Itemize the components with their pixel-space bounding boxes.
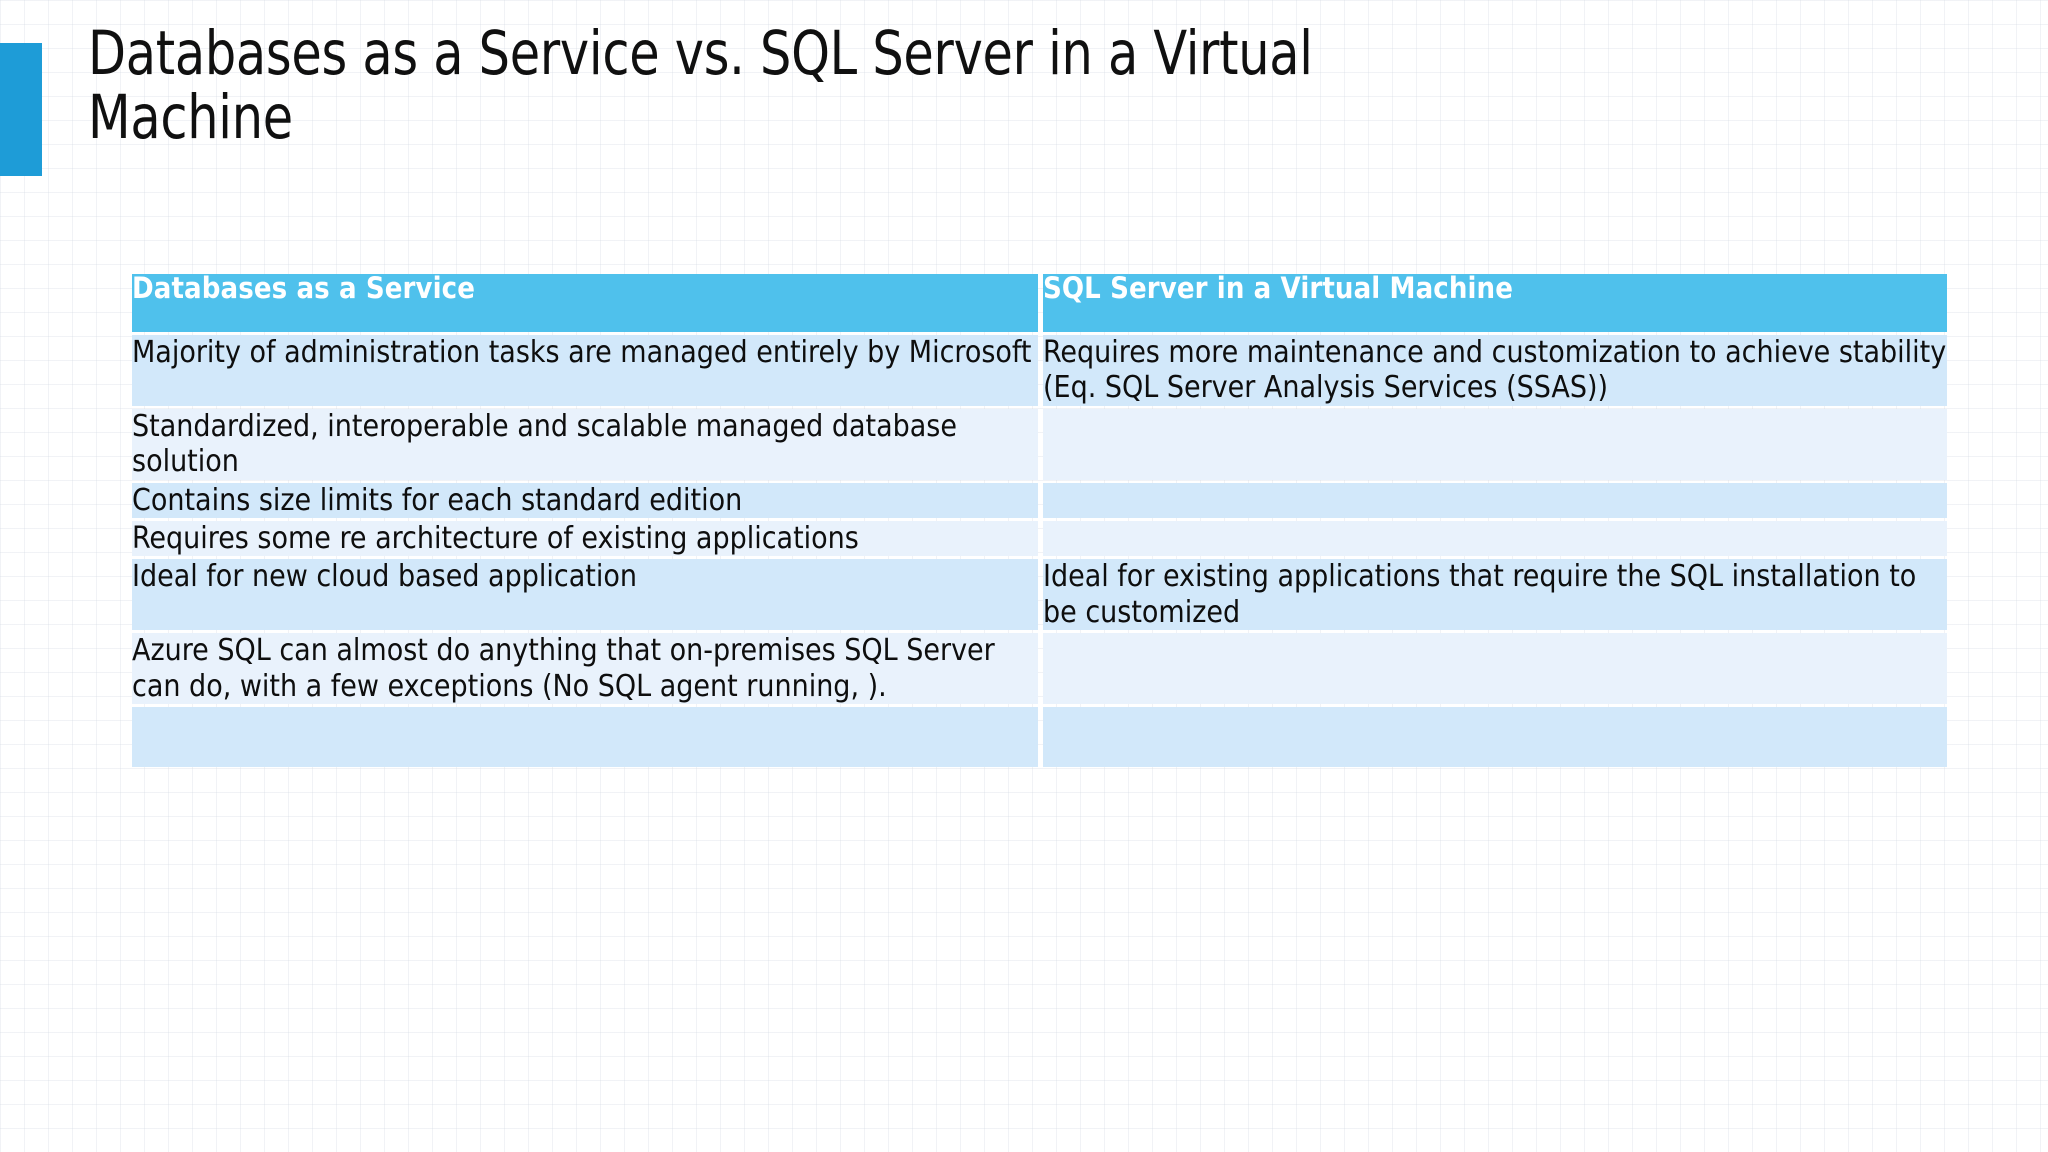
- cell-right: [1043, 408, 1947, 480]
- table-row: Standardized, interoperable and scalable…: [132, 408, 1947, 480]
- table-row: Ideal for new cloud based application Id…: [132, 559, 1947, 631]
- table-header: Databases as a Service SQL Server in a V…: [132, 274, 1947, 332]
- table-row: Majority of administration tasks are man…: [132, 335, 1947, 406]
- cell-left: Majority of administration tasks are man…: [132, 335, 1038, 406]
- column-header-sql-server-in-a-virtual-machine: SQL Server in a Virtual Machine: [1043, 274, 1947, 332]
- cell-text: Standardized, interoperable and scalable…: [132, 408, 966, 480]
- cell-left: [132, 706, 1038, 767]
- table-row: Contains size limits for each standard e…: [132, 482, 1947, 518]
- table-row: Azure SQL can almost do anything that on…: [132, 633, 1947, 704]
- cell-right: Requires more maintenance and customizat…: [1043, 335, 1947, 406]
- cell-right: [1043, 633, 1947, 704]
- table-header-row: Databases as a Service SQL Server in a V…: [132, 274, 1947, 332]
- cell-text: Ideal for existing applications that req…: [1043, 559, 1925, 630]
- column-header-databases-as-a-service: Databases as a Service: [132, 274, 1038, 332]
- cell-left: Requires some re architecture of existin…: [132, 520, 1038, 557]
- cell-right: Ideal for existing applications that req…: [1043, 559, 1947, 631]
- cell-left: Azure SQL can almost do anything that on…: [132, 633, 1038, 704]
- title-accent-bar: [0, 43, 42, 176]
- cell-left: Standardized, interoperable and scalable…: [132, 408, 1038, 480]
- table-row: [132, 706, 1947, 767]
- cell-right: [1043, 482, 1947, 518]
- cell-text: Contains size limits for each standard e…: [132, 482, 743, 518]
- cell-right: [1043, 520, 1947, 557]
- cell-text: Ideal for new cloud based application: [132, 559, 637, 595]
- page-title: Databases as a Service vs. SQL Server in…: [88, 18, 1313, 154]
- table-body: Majority of administration tasks are man…: [132, 332, 1947, 767]
- cell-left: Ideal for new cloud based application: [132, 559, 1038, 631]
- cell-text: Requires more maintenance and customizat…: [1043, 335, 1955, 406]
- cell-text: Majority of administration tasks are man…: [132, 335, 1032, 370]
- comparison-table: Databases as a Service SQL Server in a V…: [132, 274, 1947, 767]
- cell-right: [1043, 706, 1947, 767]
- table-row: Requires some re architecture of existin…: [132, 520, 1947, 557]
- cell-text: Requires some re architecture of existin…: [132, 520, 859, 556]
- cell-text: Azure SQL can almost do anything that on…: [132, 633, 1004, 704]
- cell-left: Contains size limits for each standard e…: [132, 482, 1038, 518]
